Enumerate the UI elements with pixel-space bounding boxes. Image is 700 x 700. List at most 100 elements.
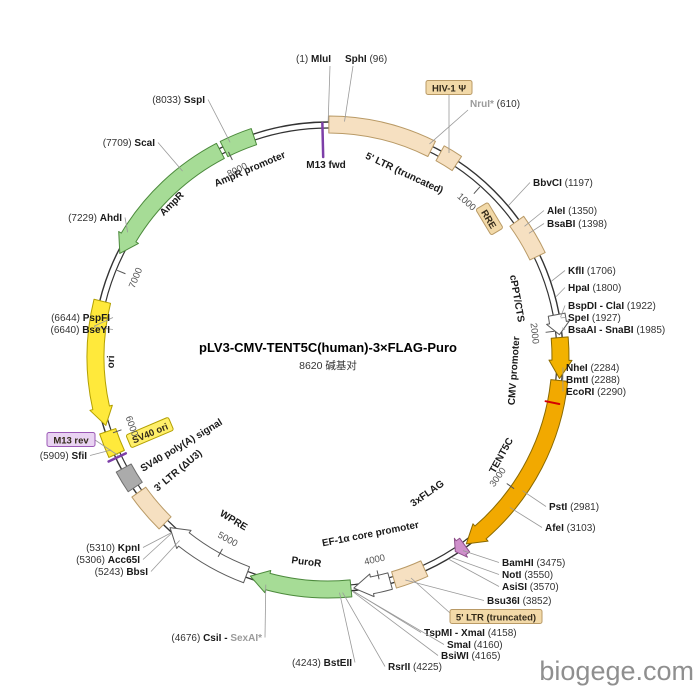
site-pspfi-label: (6644) PspFI <box>51 313 110 324</box>
site-bbvci-label: BbvCI (1197) <box>533 178 593 189</box>
marker-m13-rev-tick <box>107 452 128 463</box>
site-bamhi-label: BamHI (3475) <box>502 558 565 569</box>
site-sspi-label: (8033) SspI <box>152 95 205 106</box>
site-kpni-label: (5310) KpnI <box>86 543 140 554</box>
site-pspfi-leader-line <box>93 317 114 327</box>
site-kpni-leader-line <box>142 532 171 548</box>
scale-tick-8000 <box>227 151 233 161</box>
marker-m13-rev-label-group: M13 rev <box>46 432 96 447</box>
scale-label-1000: 1000 <box>455 191 478 213</box>
site-bbsi-leader-line <box>150 540 180 572</box>
site-bseyi-label: (6640) BseYI <box>51 325 111 336</box>
site-bsu36i-leader-line <box>405 579 485 601</box>
feature-sv40-ori-13 <box>99 428 125 458</box>
feature-puror-9 <box>249 569 353 599</box>
site-mlui-label: (1) MluI <box>296 54 331 65</box>
feature-3xflag-6 <box>453 537 471 558</box>
site-ahdi-leader-line <box>124 217 129 233</box>
site-rsrii-label: RsrII (4225) <box>388 662 442 673</box>
site-afei-leader-line <box>509 507 543 528</box>
scale-label-4000: 4000 <box>363 552 386 567</box>
site-scai-leader-line <box>157 142 183 172</box>
feature-5-ltr-truncated-0 <box>328 115 436 157</box>
site-rsrii-leader-line <box>342 592 386 667</box>
marker-m13-rev-label: M13 rev <box>53 436 89 447</box>
feature-rre-2 <box>509 215 546 261</box>
site-acc65i-label: (5306) Acc65I <box>76 555 140 566</box>
watermark: biogege.com <box>539 656 694 686</box>
site-bsabi-label: BsaBI (1398) <box>547 219 607 230</box>
feature-hiv-1-1 <box>435 145 463 172</box>
feature-cppt-cts-3-label: cPPT/CTS <box>507 274 526 323</box>
scale-tick-7000 <box>116 269 126 275</box>
site-sfii-label: (5909) SfiI <box>40 451 87 462</box>
site-hpai-leader-line <box>555 287 566 297</box>
feature-hiv-1-1-label-box <box>425 80 473 95</box>
site-spei-label: SpeI (1927) <box>568 313 621 324</box>
feature-5-ltr-truncated-0-label: 5' LTR (truncated) <box>363 151 444 197</box>
feature-rre-2-label-box <box>475 202 503 235</box>
site-smai-label: SmaI (4160) <box>447 640 503 651</box>
feature-ampr-promoter-16 <box>219 128 258 158</box>
feature-puror-9-label: PuroR <box>291 555 323 570</box>
site-tspmi-xmai-label: TspMI - XmaI (4158) <box>424 628 517 639</box>
feature-rre-2-label-group: RRE <box>475 202 503 235</box>
feature-cmv-promoter-4 <box>548 336 573 379</box>
feature-ori-14-label: ori <box>106 355 117 368</box>
marker-m13-rev-leader-line <box>94 439 120 457</box>
scale-tick-1000 <box>473 186 481 194</box>
site-csii-sexai-label: (4676) CsiI - SexAI* <box>171 633 262 644</box>
site-ecori-label: EcoRI (2290) <box>566 387 626 398</box>
site-bsu36i-label: Bsu36I (3852) <box>487 596 551 607</box>
feature-ampr-15 <box>118 142 225 254</box>
site-bamhi-leader-line <box>462 550 500 563</box>
scale-tick-4000 <box>376 570 380 580</box>
scale-tick-3000 <box>506 483 515 490</box>
feature-ori-14 <box>86 298 113 426</box>
restriction-sites-layer: (1) MluI SphI (96) NruI* (610) BbvCI (1197)… <box>40 54 666 673</box>
feature-ef-1-core-promoter-8-label: EF-1α core promoter <box>321 520 420 550</box>
site-scai-label: (7709) ScaI <box>103 138 155 149</box>
feature-cmv-promoter-4-label: CMV promoter <box>507 336 523 406</box>
site-mlui-leader-line <box>327 65 331 122</box>
marker-m13-fwd-label: M13 fwd <box>306 160 345 171</box>
site-alei-leader-line <box>524 210 545 227</box>
marker-mcs-mark-tick <box>544 400 561 405</box>
site-nrui-label: NruI* (610) <box>470 99 520 110</box>
site-bbsi-label: (5243) BbsI <box>95 567 149 578</box>
site-sspi-leader-line <box>207 99 231 143</box>
feature-5-ltr-truncated-7-leader-line <box>410 577 451 614</box>
site-hpai-label: HpaI (1800) <box>568 283 621 294</box>
site-bseyi-leader-line <box>93 326 114 330</box>
site-kfli-leader-line <box>551 270 566 282</box>
site-bsiwi-label: BsiWI (4165) <box>441 651 500 662</box>
site-psti-leader-line <box>522 490 547 507</box>
site-bsteii-label: (4243) BstEII <box>292 658 352 669</box>
site-afei-label: AfeI (3103) <box>545 523 596 534</box>
site-sphi-label: SphI (96) <box>345 54 387 65</box>
site-smai-leader-line <box>353 591 445 645</box>
feature-5-ltr-truncated-7-label: 5' LTR (truncated) <box>456 613 536 624</box>
feature-sv40-poly-a-signal-12 <box>115 463 143 493</box>
marker-m13-rev-label-box <box>46 432 96 447</box>
site-bsteii-leader-line <box>339 592 356 663</box>
site-bspdi-clai-label: BspDI - ClaI (1922) <box>568 301 656 312</box>
site-bsaai-snabi-label: BsaAI - SnaBI (1985) <box>568 325 665 336</box>
site-bsaai-snabi-leader-line <box>561 327 566 330</box>
scale-label-6000: 6000 <box>123 415 140 439</box>
site-kfli-label: KflI (1706) <box>568 266 616 277</box>
marker-m13-fwd-tick <box>321 121 325 159</box>
feature-ef-1-core-promoter-8 <box>353 572 393 598</box>
feature-5-ltr-truncated-7-label-box <box>449 609 543 624</box>
feature-5-ltr-truncated-7 <box>391 560 429 589</box>
feature-ampr-promoter-16-label: AmpR promoter <box>213 150 287 190</box>
site-bspdi-clai-leader-line <box>560 305 566 318</box>
site-noti-leader-line <box>452 557 500 575</box>
site-bmti-label: BmtI (2288) <box>566 375 620 386</box>
feature-tent5c-5 <box>465 379 569 545</box>
site-csii-sexai-leader-line <box>264 584 267 638</box>
site-sfii-leader-line <box>89 449 112 456</box>
site-acc65i-leader-line <box>142 533 172 560</box>
scale-tick-6000 <box>112 429 122 434</box>
